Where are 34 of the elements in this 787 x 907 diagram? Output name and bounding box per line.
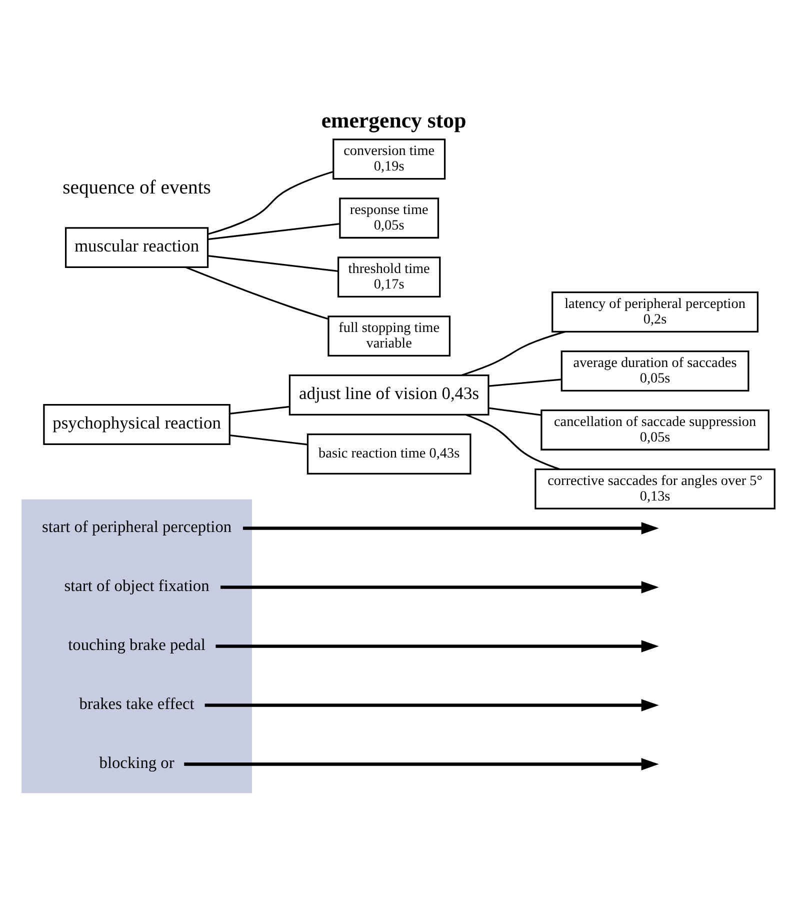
arrow <box>242 522 658 534</box>
node-box: average duration of saccades 0,05s <box>560 350 749 391</box>
node-text: start of peripheral perception <box>41 516 232 536</box>
connector <box>229 405 289 414</box>
label: sequence of events <box>62 176 210 198</box>
connector <box>207 170 333 234</box>
node-box: latency of peripheral perception 0,2s <box>551 291 758 332</box>
arrow <box>220 580 658 593</box>
arrow <box>215 640 658 652</box>
connector <box>207 254 338 272</box>
node-box: cancellation of saccade suppression 0,05s <box>540 409 769 450</box>
node-text: brakes take effect <box>78 694 194 713</box>
diagram-title: emergency stop <box>320 108 466 132</box>
node-box: psychophysical reaction <box>42 404 230 444</box>
node-box: adjust line of vision 0,43s <box>288 374 489 415</box>
arrow <box>204 698 658 711</box>
connector <box>184 266 328 320</box>
connector <box>207 222 340 240</box>
node-box: full stopping time variable <box>327 315 450 356</box>
node-box: conversion time 0,19s <box>332 138 446 180</box>
connector <box>229 434 308 445</box>
node-box: muscular reaction <box>64 226 208 268</box>
connector <box>488 378 562 386</box>
connector <box>460 330 565 376</box>
cluster <box>21 498 252 793</box>
node-box: response time 0,05s <box>338 197 439 238</box>
node-box: basic reaction time 0,43s <box>306 433 471 474</box>
node-box: threshold time 0,17s <box>336 256 440 298</box>
node-text: blocking or <box>98 752 174 772</box>
node-text: touching brake pedal <box>68 634 205 654</box>
arrow <box>184 758 658 770</box>
node-text: start of object fixation <box>64 576 209 595</box>
node-box: corrective saccades for angles over 5° 0,13s <box>534 468 775 509</box>
connector <box>488 406 541 416</box>
